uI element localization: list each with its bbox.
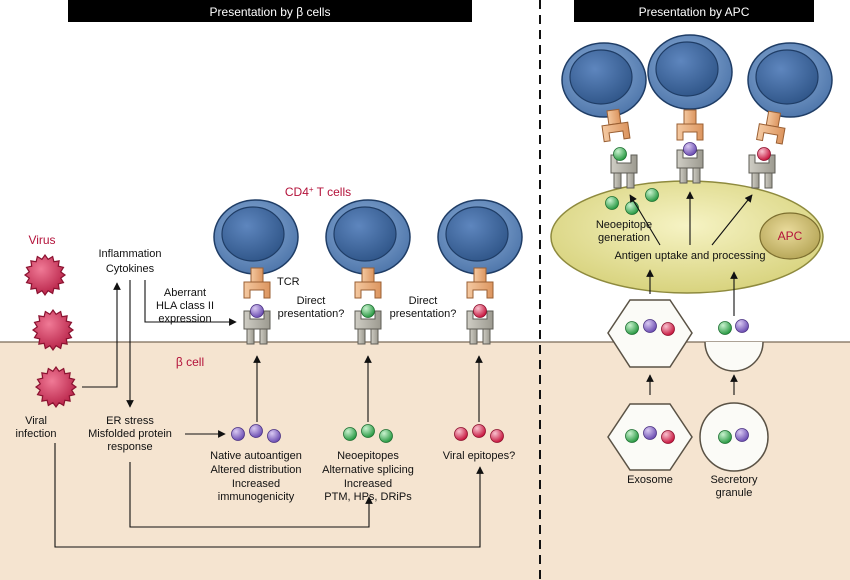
apc-tcell-3 [747, 42, 833, 189]
beta-cell-cytoplasm [0, 342, 850, 580]
viral-infection-label-1: Viral [25, 415, 47, 427]
arrow-infection-to-viral-epitopes [54, 443, 484, 548]
neoepitope-generation-1: Neoepitope [596, 219, 652, 231]
tcell-3 [437, 199, 523, 345]
native-autoantigen-3: Increased [232, 478, 280, 490]
arrow-virus-to-inflammation [82, 282, 121, 388]
arrow-cytokines-to-hla [144, 280, 237, 326]
header-right-bar [574, 0, 814, 22]
apc-label: APC [778, 229, 803, 243]
virus-particles [23, 253, 78, 409]
exosome-released [607, 299, 693, 368]
viral-epitopes-label: Viral epitopes? [443, 450, 516, 462]
inflammation-label: Inflammation [99, 248, 162, 260]
secretory-granule-label-1: Secretory [710, 474, 758, 486]
secretory-granule-label-2: granule [716, 487, 753, 499]
arrow-apc-to-tcell-1 [629, 194, 661, 246]
native-autoantigen-2: Altered distribution [210, 464, 301, 476]
tcell-2 [325, 199, 411, 345]
cytokines-label: Cytokines [106, 263, 155, 275]
neoepitopes-2: Alternative splicing [322, 464, 414, 476]
er-stress-label-2: Misfolded protein [88, 428, 172, 440]
header-left: Presentation by β cells [210, 5, 331, 19]
neoepitope-generation-2: generation [598, 232, 650, 244]
virus-icon [34, 365, 78, 409]
secretory-granule [699, 402, 769, 472]
granule-fused [704, 341, 764, 372]
antigen-uptake-label: Antigen uptake and processing [614, 250, 765, 262]
header-left-bar [68, 0, 472, 22]
neoepitopes-3: Increased [344, 478, 392, 490]
arrow-er-to-neoepitopes [129, 462, 373, 528]
beta-cell-label: β cell [176, 355, 204, 369]
direct-presentation-1b: presentation? [278, 308, 345, 320]
aberrant-label-3: expression [158, 313, 211, 325]
granule-released-dots [718, 319, 749, 335]
virus-icon [31, 308, 75, 352]
er-stress-label-3: response [107, 441, 152, 453]
apc-tcell-2 [647, 34, 733, 184]
virus-icon [23, 253, 67, 297]
neoepitopes-1: Neoepitopes [337, 450, 399, 462]
direct-presentation-2a: Direct [409, 295, 438, 307]
virus-label: Virus [28, 233, 55, 247]
exosome-label: Exosome [627, 474, 673, 486]
direct-presentation-1a: Direct [297, 295, 326, 307]
aberrant-label-2: HLA class II [156, 300, 214, 312]
apc-tcell-1 [561, 42, 647, 189]
apc-nucleus [759, 212, 821, 260]
aberrant-label-1: Aberrant [164, 287, 206, 299]
cd4-tcells-label: CD4+ T cells [285, 185, 351, 199]
tcr-label: TCR [277, 276, 300, 288]
native-autoantigen-1: Native autoantigen [210, 450, 302, 462]
arrow-apc-to-tcell-3 [711, 194, 753, 246]
header-right: Presentation by APC [639, 5, 750, 19]
direct-presentation-2b: presentation? [390, 308, 457, 320]
viral-infection-label-2: infection [16, 428, 57, 440]
native-autoantigen-4: immunogenicity [218, 491, 295, 503]
neoepitopes-4: PTM, HPs, DRiPs [324, 491, 412, 503]
er-stress-label-1: ER stress [106, 415, 154, 427]
